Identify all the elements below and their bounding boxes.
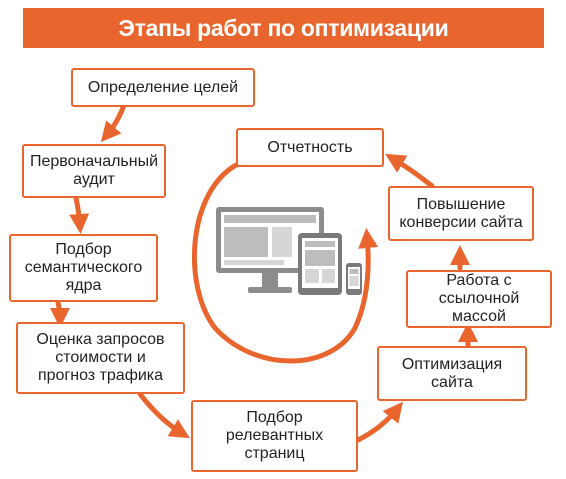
step-label: Работа с ссылочной массой <box>438 272 520 325</box>
arrow-5-6 <box>355 401 403 443</box>
step-label: Отчетность <box>267 138 353 156</box>
step-define-goals: Определение целей <box>71 68 255 107</box>
step-label: Повышение конверсии сайта <box>399 195 523 231</box>
step-label: Оценка запросов стоимости и прогноз траф… <box>36 331 165 384</box>
step-link-building: Работа с ссылочной массой <box>406 270 552 328</box>
step-label: Подбор релевантных страниц <box>225 409 324 462</box>
step-query-estimate: Оценка запросов стоимости и прогноз траф… <box>16 322 185 394</box>
devices-icon <box>216 207 362 295</box>
step-label: Подбор семантического ядра <box>24 241 143 294</box>
phone-icon <box>346 263 362 295</box>
step-conversion: Повышение конверсии сайта <box>388 186 534 241</box>
step-site-optimization: Оптимизация сайта <box>377 346 527 401</box>
step-label: Первоначальный аудит <box>29 153 159 188</box>
step-semantic-core: Подбор семантического ядра <box>9 234 158 302</box>
arrow-3-4 <box>49 299 70 328</box>
page-title: Этапы работ по оптимизации <box>23 8 544 48</box>
step-relevant-pages: Подбор релевантных страниц <box>191 400 358 472</box>
inner-cycle-arc <box>191 161 379 364</box>
step-reporting: Отчетность <box>236 128 384 167</box>
arrow-2-3 <box>69 195 90 234</box>
arrow-1-2 <box>100 102 127 143</box>
step-initial-audit: Первоначальный аудит <box>22 144 166 198</box>
tablet-icon <box>298 233 342 295</box>
step-label: Оптимизация сайта <box>401 355 503 391</box>
arrow-4-5 <box>137 391 190 439</box>
step-label: Определение целей <box>87 78 239 96</box>
arrow-8-9 <box>385 153 435 189</box>
